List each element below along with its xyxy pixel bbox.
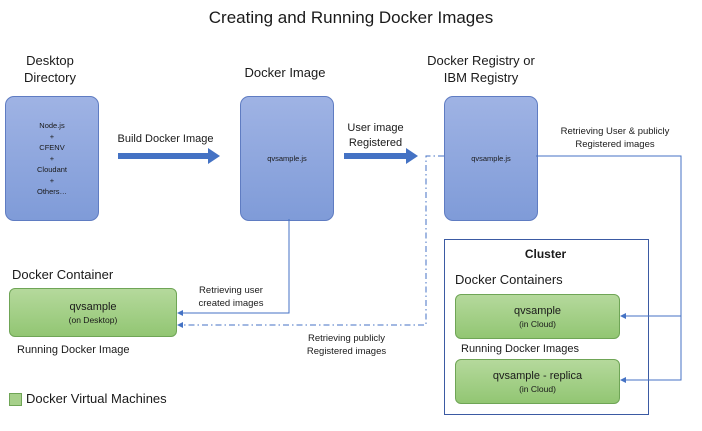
desktop-heading-line2: Directory xyxy=(23,70,76,85)
replica-container-location: (in Cloud) xyxy=(519,383,556,394)
desktop-container-name: qvsample xyxy=(69,300,117,313)
desktop-item: Others… xyxy=(36,187,67,196)
registry-heading: Docker Registry or IBM Registry xyxy=(412,52,550,86)
desktop-heading: Desktop Directory xyxy=(15,52,85,86)
desktop-item: CFENV xyxy=(39,143,65,152)
registry-heading-line2: IBM Registry xyxy=(443,70,519,85)
registry-heading-line1: Docker Registry or xyxy=(427,53,535,68)
replica-container-name: qvsample - replica xyxy=(492,369,583,382)
diagram-title: Creating and Running Docker Images xyxy=(208,8,494,27)
retrieving-public-label: Retrieving publicly Registered images xyxy=(294,332,399,358)
cloud-container-location: (in Cloud) xyxy=(519,318,556,329)
retrieving-user-public-line2: Registered images xyxy=(575,139,655,150)
legend-label: Docker Virtual Machines xyxy=(26,391,167,406)
retrieving-public-line1: Retrieving publicly xyxy=(307,333,386,344)
desktop-items: Node.js + CFENV + Cloudant + Others… xyxy=(37,120,67,197)
user-image-registered-label: User image Registered xyxy=(338,121,413,151)
docker-image-heading: Docker Image xyxy=(244,65,326,80)
register-arrow xyxy=(344,148,418,164)
retrieving-user-public-line1: Retrieving User & publicly xyxy=(560,126,670,137)
desktop-item: + xyxy=(49,154,55,163)
retrieve-created-line xyxy=(177,219,290,316)
retrieving-public-line2: Registered images xyxy=(306,346,387,357)
docker-containers-heading: Docker Containers xyxy=(455,272,563,287)
desktop-container-location: (on Desktop) xyxy=(68,314,118,325)
user-image-registered-line2: Registered xyxy=(348,137,403,149)
desktop-item: Node.js xyxy=(39,121,65,130)
docker-image-box: qvsample.js xyxy=(240,96,334,221)
cloud-container-name: qvsample xyxy=(513,304,562,317)
retrieving-created-line2: created images xyxy=(198,298,264,309)
retrieving-user-public-label: Retrieving User & publicly Registered im… xyxy=(548,125,682,151)
cloud-container-box: qvsample (in Cloud) xyxy=(455,294,620,339)
running-docker-images-caption: Running Docker Images xyxy=(461,343,580,355)
build-arrow xyxy=(118,148,220,164)
build-docker-image-label: Build Docker Image xyxy=(117,133,214,145)
cluster-heading: Cluster xyxy=(524,247,567,261)
retrieving-created-line1: Retrieving user xyxy=(199,285,263,296)
desktop-heading-line1: Desktop xyxy=(26,53,74,68)
registry-file: qvsample.js xyxy=(471,154,511,163)
docker-container-heading: Docker Container xyxy=(12,267,114,282)
desktop-container-box: qvsample (on Desktop) xyxy=(9,288,177,337)
desktop-item: Cloudant xyxy=(36,165,68,174)
docker-image-file: qvsample.js xyxy=(267,154,307,163)
user-image-registered-line1: User image xyxy=(347,122,404,134)
retrieve-public-line xyxy=(177,155,444,328)
legend-swatch xyxy=(9,393,22,406)
desktop-directory-box: Node.js + CFENV + Cloudant + Others… xyxy=(5,96,99,221)
desktop-item: + xyxy=(49,132,55,141)
desktop-item: + xyxy=(49,176,55,185)
registry-box: qvsample.js xyxy=(444,96,538,221)
cluster-box xyxy=(444,239,649,415)
replica-container-box: qvsample - replica (in Cloud) xyxy=(455,359,620,404)
retrieve-user-public-line xyxy=(536,155,682,383)
running-docker-image-caption: Running Docker Image xyxy=(17,344,130,356)
retrieving-created-label: Retrieving user created images xyxy=(186,284,276,310)
